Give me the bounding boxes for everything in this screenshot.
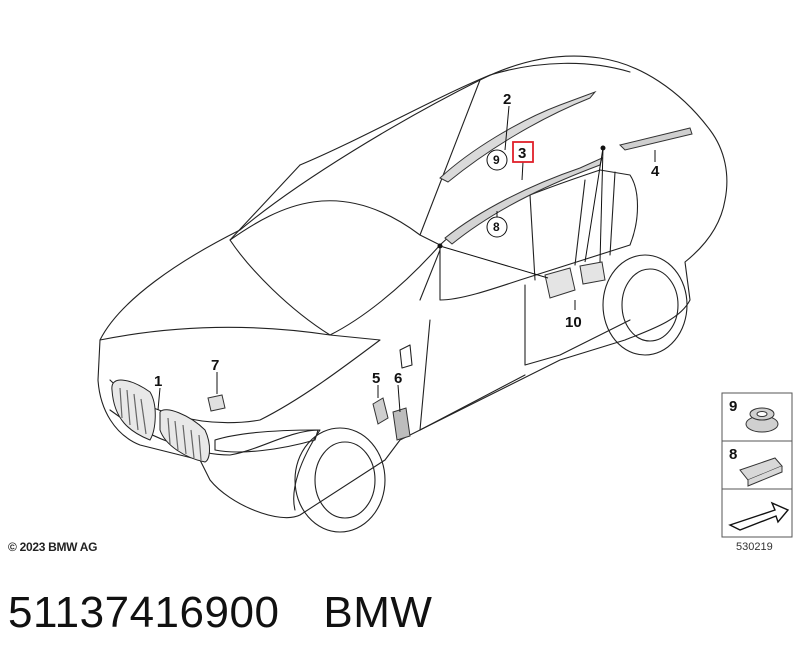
clips-part-10 [544,261,606,299]
bracket-part-6 [392,407,411,441]
legend-9-label: 9 [729,398,737,415]
windshield [229,200,441,336]
roof-rail-part-2 [439,90,597,183]
copyright: © 2023 BMW AG [8,540,98,554]
reference-number: 530219 [736,541,773,553]
callout-2: 2 [503,91,511,108]
legend: 9 8 [721,392,793,538]
callout-5: 5 [372,370,380,387]
callout-7: 7 [211,357,219,374]
callout-4: 4 [651,163,660,180]
part-line: 51137416900 BMW [8,588,476,638]
arrow-icon [728,501,790,531]
parts-diagram: 1 2 3 4 5 6 7 8 9 10 9 8 [97,55,793,538]
callout-8: 8 [493,220,500,234]
callout-1: 1 [154,373,162,390]
headlight [214,429,319,453]
kidney-grille [111,379,210,463]
part-number: 51137416900 [8,588,280,637]
nut-icon [745,407,779,433]
callout-3: 3 [518,145,526,162]
callout-10: 10 [565,314,582,331]
car-body-outline [97,55,728,519]
front-door [419,249,526,431]
callout-9-circle [486,149,508,171]
bracket-part-5 [372,397,389,425]
front-wheel [294,427,386,533]
trim-part-4 [619,127,693,151]
legend-8-label: 8 [729,446,737,463]
clip-icon [739,457,783,487]
brand: BMW [323,588,433,637]
callout-6: 6 [394,370,402,387]
rear-wheel [602,254,688,356]
roof-line [299,62,631,166]
callout-8-circle [486,216,508,238]
mirror [399,344,413,369]
callout-3-highlight [512,141,534,163]
callout-9: 9 [493,153,500,167]
sensor-part-7 [207,394,226,412]
